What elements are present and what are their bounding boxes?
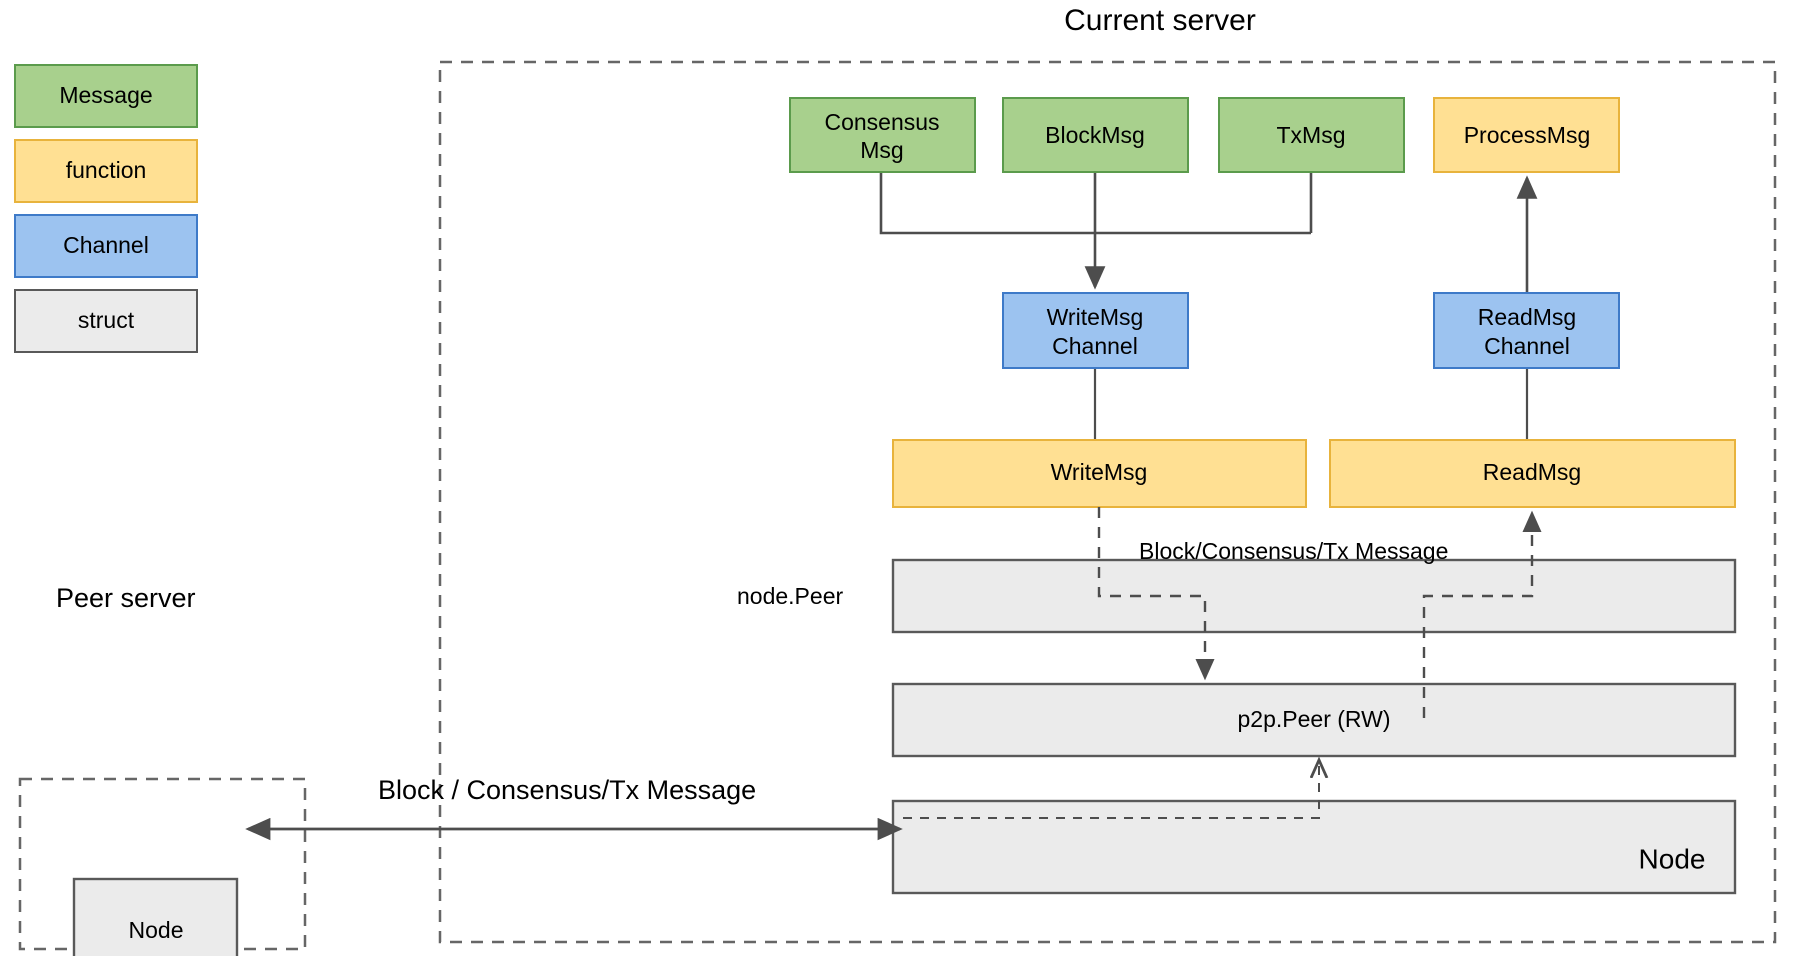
struct-box-node-label: Node [1639, 843, 1706, 874]
channel-box-readmsg-line2: Channel [1484, 333, 1570, 359]
channel-box-readmsg: ReadMsg Channel [1433, 292, 1620, 369]
channel-box-writemsg-line1: WriteMsg [1047, 304, 1144, 330]
channel-to-function-connectors [1093, 368, 1529, 440]
message-box-consensusmsg-line1: Consensus [824, 109, 939, 135]
readmsg-dashed-flow [1422, 510, 1542, 718]
legend-label-struct: struct [78, 307, 135, 333]
node-to-p2ppeer-dashed-flow [903, 762, 1319, 819]
message-box-txmsg-label: TxMsg [1277, 122, 1346, 148]
node-peer-label: node.Peer [737, 583, 843, 609]
function-box-processmsg: ProcessMsg [1433, 97, 1620, 173]
message-box-consensusmsg-line2: Msg [860, 137, 903, 163]
legend-label-channel: Channel [63, 232, 149, 258]
legend-item-struct: struct [14, 289, 198, 353]
function-box-readmsg: ReadMsg [1329, 439, 1736, 508]
function-box-processmsg-label: ProcessMsg [1464, 122, 1591, 148]
message-box-blockmsg-label: BlockMsg [1045, 122, 1145, 148]
function-box-writemsg: WriteMsg [892, 439, 1307, 508]
channel-box-writemsg-line2: Channel [1052, 333, 1138, 359]
struct-box-p2p-peer-label: p2p.Peer (RW) [1238, 706, 1391, 732]
peer-server-node-label: Node [129, 917, 184, 943]
struct-box-node-peer [891, 558, 1737, 634]
legend-swatch-function [14, 139, 198, 203]
current-server-boundary [438, 60, 1777, 944]
legend-swatch-channel [14, 214, 198, 278]
message-box-consensusmsg: Consensus Msg [789, 97, 976, 173]
peer-server-node-box: Node [72, 877, 239, 961]
channel-box-writemsg: WriteMsg Channel [1002, 292, 1189, 369]
peer-server-title: Peer server [56, 583, 196, 613]
message-to-writechannel-connector [879, 172, 1313, 290]
message-box-txmsg: TxMsg [1218, 97, 1405, 173]
legend-item-message: Message [14, 64, 198, 128]
function-box-readmsg-label: ReadMsg [1483, 459, 1581, 485]
current-server-title: Current server [1064, 4, 1256, 37]
cross-server-link-label: Block / Consensus/Tx Message [378, 775, 756, 805]
message-box-blockmsg: BlockMsg [1002, 97, 1189, 173]
channel-box-readmsg-line1: ReadMsg [1478, 304, 1576, 330]
writemsg-dashed-flow [1097, 507, 1215, 681]
legend-label-function: function [66, 157, 147, 183]
legend-label-message: Message [59, 82, 152, 108]
legend-swatch-struct [14, 289, 198, 353]
legend-swatch-message [14, 64, 198, 128]
legend-item-function: function [14, 139, 198, 203]
legend: Message function Channel struct [14, 64, 198, 353]
struct-box-node: Node [891, 799, 1737, 895]
function-box-writemsg-label: WriteMsg [1051, 459, 1148, 485]
inner-message-label: Block/Consensus/Tx Message [1139, 538, 1448, 564]
legend-item-channel: Channel [14, 214, 198, 278]
struct-box-p2p-peer: p2p.Peer (RW) [891, 682, 1737, 758]
